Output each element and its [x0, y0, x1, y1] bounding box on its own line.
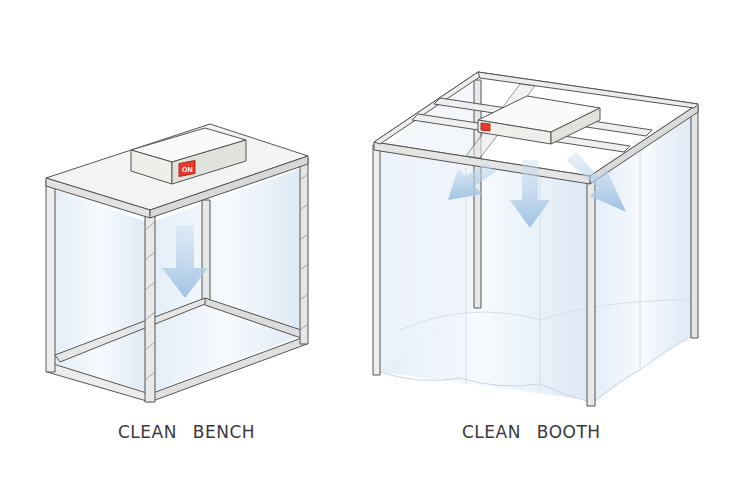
- power-indicator: ON: [182, 166, 193, 173]
- caption-label: CLEAN BENCH: [118, 422, 255, 442]
- caption-label: CLEAN BOOTH: [462, 422, 601, 442]
- clean-booth: [373, 72, 698, 406]
- clean-bench: [46, 124, 308, 402]
